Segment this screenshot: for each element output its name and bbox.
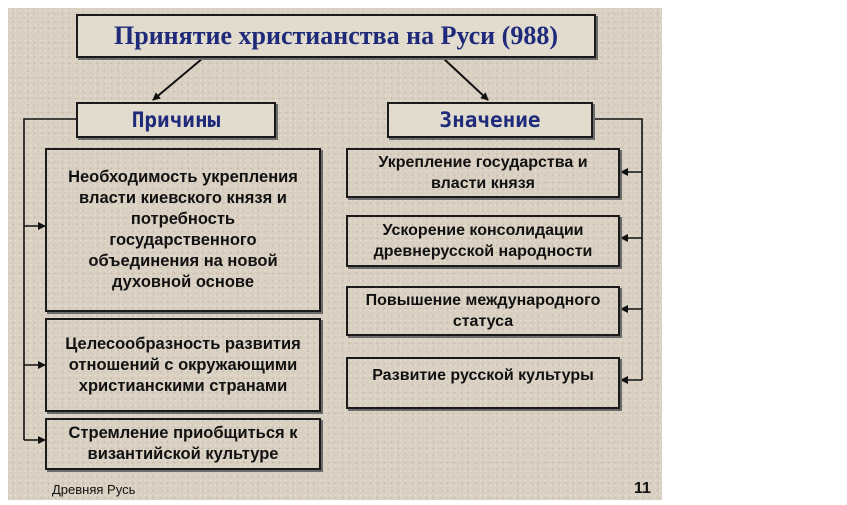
meaning-box-1: Укрепление государства и власти князя <box>346 148 620 198</box>
meaning-box-4: Развитие русской культуры <box>346 357 620 409</box>
meaning-box-2: Ускорение консолидации древнерусской нар… <box>346 215 620 267</box>
meaning-header: Значение <box>387 102 593 138</box>
meaning-bracket-line <box>595 118 643 380</box>
reasons-bracket-line <box>23 118 76 440</box>
connector-lines <box>23 57 643 444</box>
reason-box-2: Целесообразность развития отношений с ок… <box>45 318 321 412</box>
diagram-title: Принятие христианства на Руси (988) <box>76 14 596 58</box>
meaning-box-3: Повышение международного статуса <box>346 286 620 336</box>
page-number: 11 <box>634 480 651 497</box>
reason-box-1: Необходимость укрепления власти киевског… <box>45 148 321 312</box>
reasons-header: Причины <box>76 102 276 138</box>
title-to-reasons-arrow <box>152 57 204 101</box>
reason-box-3: Стремление приобщиться к византийской ку… <box>45 418 321 470</box>
slide: Принятие христианства на Руси (988) Прич… <box>8 8 662 500</box>
footer-caption: Древняя Русь <box>52 482 136 497</box>
title-to-meaning-arrow <box>442 57 489 101</box>
